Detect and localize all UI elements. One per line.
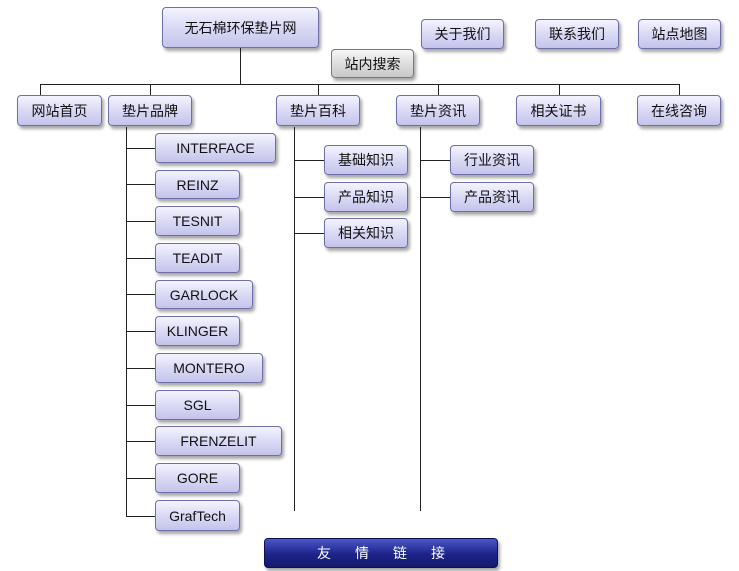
encyclopedia-item[interactable]: 产品知识 (324, 182, 408, 212)
connector-nav-encyclopedia (318, 84, 319, 95)
connector-encyclopedia-branch (294, 233, 324, 234)
connector-encyclopedia-branch (294, 160, 324, 161)
site-search-button[interactable]: 站内搜索 (331, 49, 414, 78)
brand-item[interactable]: MONTERO (155, 353, 263, 383)
contact-us-link[interactable]: 联系我们 (535, 19, 619, 49)
encyclopedia-item[interactable]: 基础知识 (324, 145, 408, 175)
brand-item[interactable]: SGL (155, 390, 240, 420)
about-us-link[interactable]: 关于我们 (421, 19, 504, 49)
nav-brands[interactable]: 垫片品牌 (108, 95, 192, 126)
nav-consult[interactable]: 在线咨询 (637, 95, 721, 126)
nav-encyclopedia[interactable]: 垫片百科 (276, 95, 360, 126)
connector-nav-consult (679, 84, 680, 95)
nav-home[interactable]: 网站首页 (17, 95, 102, 126)
news-item[interactable]: 产品资讯 (450, 182, 534, 212)
connector-news-vertical (420, 127, 421, 511)
site-title-box[interactable]: 无石棉环保垫片网 (162, 7, 319, 48)
connector-main-horizontal (40, 84, 680, 85)
connector-brand-branch (126, 405, 156, 406)
connector-brand-branch (126, 478, 156, 479)
brand-item[interactable]: FRENZELIT (155, 426, 282, 456)
connector-brand-branch (126, 516, 156, 517)
connector-brand-branch (126, 368, 156, 369)
connector-nav-news (438, 84, 439, 95)
connector-brands-vertical (126, 127, 127, 516)
connector-brand-branch (126, 294, 156, 295)
nav-certificates[interactable]: 相关证书 (516, 95, 601, 126)
connector-brand-branch (126, 148, 156, 149)
connector-brand-branch (126, 184, 156, 185)
connector-nav-certificates (559, 84, 560, 95)
brand-item[interactable]: KLINGER (155, 316, 240, 346)
connector-encyclopedia-branch (294, 197, 324, 198)
sitemap-link[interactable]: 站点地图 (638, 19, 721, 49)
brand-item[interactable]: TEADIT (155, 243, 240, 273)
connector-brand-branch (126, 221, 156, 222)
connector-news-branch (420, 160, 450, 161)
encyclopedia-item[interactable]: 相关知识 (324, 218, 408, 248)
brand-item[interactable]: TESNIT (155, 206, 240, 236)
connector-brand-branch (126, 441, 156, 442)
brand-item[interactable]: GARLOCK (155, 280, 253, 309)
friendly-links-bar[interactable]: 友情链接 (264, 538, 498, 568)
brand-item[interactable]: GrafTech (155, 500, 240, 531)
connector-nav-home (40, 84, 41, 95)
connector-brand-branch (126, 331, 156, 332)
brand-item[interactable]: INTERFACE (155, 133, 276, 163)
connector-brand-branch (126, 258, 156, 259)
brand-item[interactable]: REINZ (155, 170, 240, 199)
connector-news-branch (420, 197, 450, 198)
connector-root-down (240, 48, 241, 84)
brand-item[interactable]: GORE (155, 463, 240, 493)
news-item[interactable]: 行业资讯 (450, 145, 534, 175)
connector-encyclopedia-vertical (294, 127, 295, 511)
connector-nav-brands (150, 84, 151, 95)
nav-news[interactable]: 垫片资讯 (396, 95, 480, 126)
